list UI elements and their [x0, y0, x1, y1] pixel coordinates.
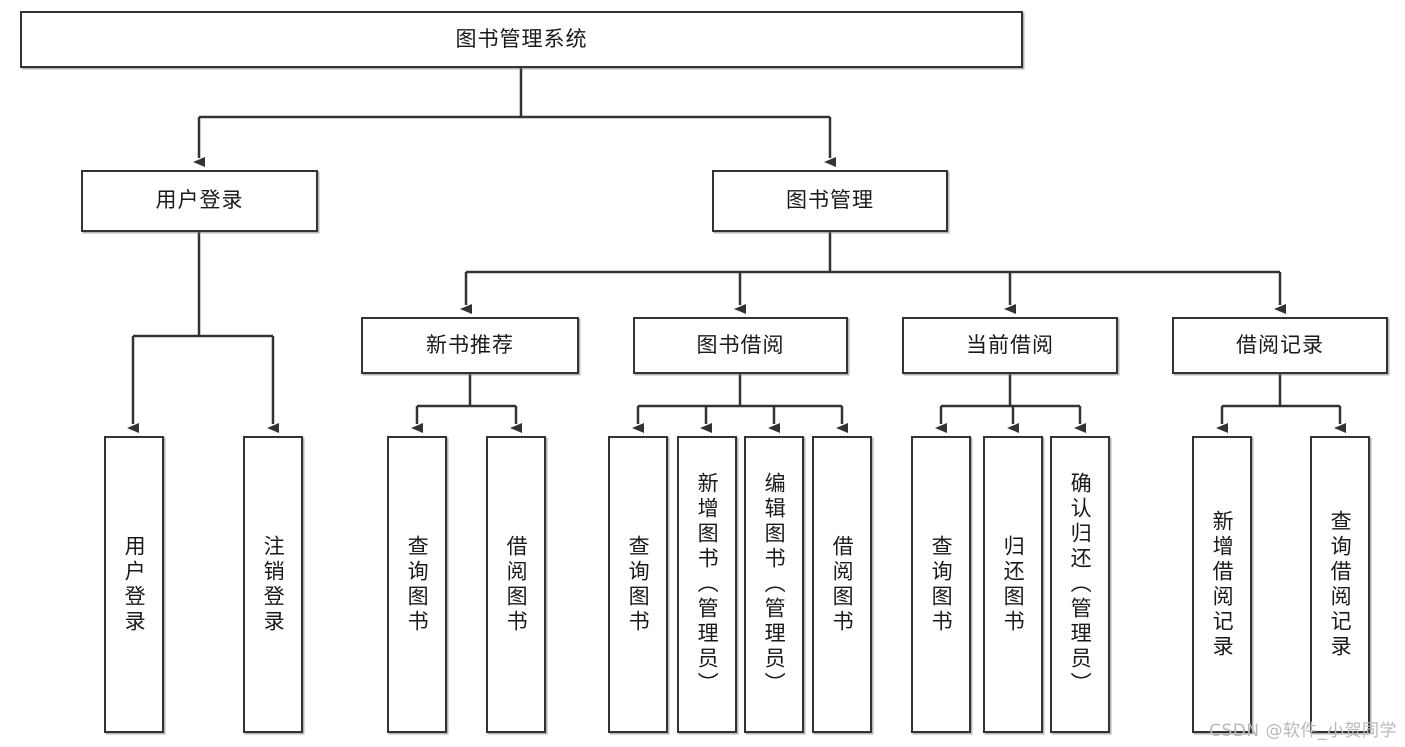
connectors-group: [127, 68, 1346, 433]
node-root[interactable]: 图书管理系统: [20, 11, 1023, 68]
node-label: 图书管理: [786, 188, 874, 213]
node-book-manage[interactable]: 图书管理: [712, 170, 948, 232]
node-label: 用户登录: [122, 534, 147, 635]
node-label: 新增借阅记录: [1210, 509, 1235, 660]
node-label: 图书借阅: [696, 332, 785, 357]
node-leaf-return-book[interactable]: 归还图书: [983, 436, 1043, 733]
node-leaf-query-book-2[interactable]: 查询图书: [608, 436, 668, 733]
node-label: 归还图书: [1001, 534, 1026, 635]
node-leaf-user-logout[interactable]: 注销登录: [243, 436, 303, 733]
node-leaf-query-record[interactable]: 查询借阅记录: [1310, 436, 1370, 733]
node-label: 新增图书（管理员）: [695, 472, 720, 697]
node-label: 借阅记录: [1236, 332, 1324, 357]
node-leaf-query-book-3[interactable]: 查询图书: [911, 436, 971, 733]
node-label: 借阅图书: [830, 534, 855, 635]
node-leaf-borrow-book-2[interactable]: 借阅图书: [812, 436, 872, 733]
node-label: 注销登录: [261, 534, 286, 635]
node-current-borrow[interactable]: 当前借阅: [902, 317, 1118, 374]
node-borrow-record[interactable]: 借阅记录: [1172, 317, 1388, 374]
node-label: 查询图书: [929, 534, 954, 635]
node-label: 查询借阅记录: [1328, 509, 1353, 660]
node-label: 确认归还（管理员）: [1068, 472, 1093, 697]
node-label: 用户登录: [155, 188, 244, 213]
node-leaf-edit-book[interactable]: 编辑图书（管理员）: [744, 436, 804, 733]
node-leaf-add-book[interactable]: 新增图书（管理员）: [677, 436, 737, 733]
node-user-login[interactable]: 用户登录: [81, 170, 318, 232]
node-leaf-confirm-return[interactable]: 确认归还（管理员）: [1050, 436, 1110, 733]
node-leaf-borrow-book-1[interactable]: 借阅图书: [486, 436, 546, 733]
node-book-borrow[interactable]: 图书借阅: [633, 317, 848, 374]
node-leaf-query-book-1[interactable]: 查询图书: [387, 436, 447, 733]
node-label: 查询图书: [626, 534, 651, 635]
node-leaf-add-record[interactable]: 新增借阅记录: [1192, 436, 1252, 733]
node-label: 编辑图书（管理员）: [762, 472, 787, 697]
node-label: 查询图书: [405, 534, 430, 635]
node-label: 图书管理系统: [455, 26, 588, 51]
node-label: 借阅图书: [504, 534, 529, 635]
node-leaf-user-login[interactable]: 用户登录: [104, 436, 164, 733]
node-label: 当前借阅: [966, 332, 1054, 357]
node-new-book-rec[interactable]: 新书推荐: [361, 317, 579, 374]
node-label: 新书推荐: [426, 332, 514, 357]
